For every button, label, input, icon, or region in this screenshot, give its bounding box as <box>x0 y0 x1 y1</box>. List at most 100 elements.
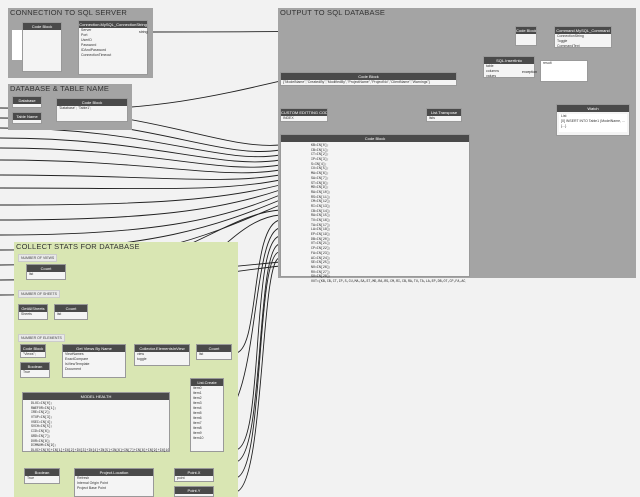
port-values[interactable]: values <box>486 74 497 78</box>
point-y-node[interactable]: Point.Y <box>174 486 214 497</box>
port-item[interactable]: item6 <box>193 416 202 420</box>
node-title: Code Block <box>281 73 456 80</box>
watch-content: List [0] INSERT INTO Table1 (ModelName, … <box>559 114 627 132</box>
get-views-by-name-node[interactable]: Get Views By Name ViewNames ExactCompare… <box>62 344 126 378</box>
port-item[interactable]: item5 <box>193 411 202 415</box>
wire <box>0 184 281 206</box>
list-transpose-node[interactable]: List.Transpose lists <box>426 108 462 122</box>
code-line: GRD=IN[7]; <box>31 433 51 438</box>
table-name-label-node[interactable]: Table Name <box>12 112 42 124</box>
code-line: RO=IN[27]; <box>311 269 331 274</box>
code-value[interactable]: "Views"; <box>23 352 36 356</box>
result-watch-node[interactable]: result <box>540 60 588 82</box>
output-label: string <box>139 30 148 34</box>
port-view[interactable]: view <box>137 352 145 356</box>
wire <box>0 189 281 221</box>
note-number-of-sheets: NUMBER OF SHEETS <box>18 290 60 298</box>
command-node[interactable]: Command.MySQL_Command ConnectionString T… <box>554 26 612 48</box>
port-connection-timeout[interactable]: ConnectionTimeout <box>81 53 112 57</box>
port-exact-compare[interactable]: ExactCompare <box>65 357 89 361</box>
big-code-block-node[interactable]: Code Block KB=IN[0]; CB=IN[1]; CT=IN[2];… <box>280 134 470 283</box>
port-is-view-template[interactable]: IsViewTemplate <box>65 362 90 366</box>
wire <box>0 174 281 180</box>
port-item[interactable]: item3 <box>193 401 202 405</box>
code-block-small-node[interactable]: Code Block <box>515 26 537 46</box>
port-item[interactable]: item9 <box>193 431 202 435</box>
database-label-node[interactable]: Database <box>12 96 42 108</box>
port-item[interactable]: item0 <box>193 386 202 390</box>
boolean-option[interactable]: True <box>27 476 35 480</box>
node-title: Table Name <box>13 113 41 120</box>
boolean-node[interactable]: Boolean True <box>24 468 60 484</box>
port-item[interactable]: item10 <box>193 436 204 440</box>
port-list[interactable]: list <box>57 312 62 316</box>
get-all-sheets-node[interactable]: GetAllSheets Sheets <box>18 304 48 320</box>
boolean-node[interactable]: Boolean True <box>20 362 50 378</box>
port-list[interactable]: list <box>199 352 204 356</box>
project-location-node[interactable]: Project.Location Refresh Internal Origin… <box>74 468 154 497</box>
code-line: CB=IN[1]; <box>311 147 329 152</box>
port-point[interactable]: point <box>177 476 185 480</box>
port-index[interactable]: INDEX <box>283 116 294 120</box>
sql-insert-node[interactable]: SQL.InsertInto table columns values <box>483 56 535 78</box>
output-internal-origin[interactable]: Internal Origin Point <box>77 481 108 485</box>
connection-string-node[interactable]: Connection.MySQL_ConnectionString Server… <box>78 20 148 75</box>
port-id-and-password[interactable]: IDAndPassword <box>81 48 107 52</box>
wire <box>234 235 281 451</box>
port-toggle[interactable]: toggle <box>137 357 147 361</box>
wire <box>234 251 281 479</box>
code-value[interactable]: 'Database' ; 'Table1'; <box>59 106 91 110</box>
port-toggle[interactable]: Toggle <box>557 39 568 43</box>
group-output: OUTPUT TO SQL DATABASE Code Block {"Mode… <box>278 8 636 283</box>
code-line: VSEC=IN[4]; <box>31 419 53 424</box>
port-sheets[interactable]: Sheets <box>21 312 32 316</box>
port-userid[interactable]: UserID <box>81 38 92 42</box>
port-item[interactable]: item2 <box>193 396 202 400</box>
port-item[interactable]: item7 <box>193 421 202 425</box>
port-password[interactable]: Password <box>81 43 97 47</box>
output-project-base-point[interactable]: Project Base Point <box>77 486 106 490</box>
code-line: CT=IN[2]; <box>311 152 329 157</box>
code-line: RS=IN[11]; <box>311 194 331 199</box>
boolean-option[interactable]: True <box>23 370 31 374</box>
list-create-node[interactable]: List.Create item0 item1 item2 item3 item… <box>190 378 224 452</box>
port-lists[interactable]: lists <box>429 116 436 120</box>
point-x-node[interactable]: Point.X point <box>174 468 214 482</box>
port-item[interactable]: item4 <box>193 406 202 410</box>
node-title: Count <box>197 345 231 352</box>
port-document[interactable]: Document <box>65 367 81 371</box>
count-node[interactable]: Count list <box>54 304 88 320</box>
node-title: Project.Location <box>75 469 153 476</box>
watch-node[interactable]: Watch List [0] INSERT INTO Table1 (Model… <box>556 104 630 136</box>
port-server[interactable]: Server <box>81 28 92 32</box>
node-title: Get Views By Name <box>63 345 125 352</box>
code-value[interactable]: {"ModelName","CreatedBy","ModifiedBy","P… <box>283 80 430 84</box>
port-item[interactable]: item8 <box>193 426 202 430</box>
custom-editing-node[interactable]: CUSTOM EDITTING CODE INDEX <box>280 108 328 122</box>
port-view-names[interactable]: ViewNames <box>65 352 84 356</box>
wire <box>0 159 281 174</box>
code-lines: DLOC=IN[0]; RWEFOR=IN[1]; IRE=IN[2]; VTX… <box>31 401 169 453</box>
count-node[interactable]: Count list <box>196 344 232 360</box>
watch-line: result <box>543 61 552 65</box>
port-refresh[interactable]: Refresh <box>77 476 90 480</box>
views-code-block[interactable]: Code Block "Views"; <box>20 344 46 358</box>
wire <box>234 243 281 463</box>
collector-node[interactable]: Collector.ElementsInView view toggle <box>134 344 190 366</box>
port-connection-string[interactable]: ConnectionString <box>557 34 584 38</box>
model-health-node[interactable]: MODEL HEALTH DLOC=IN[0]; RWEFOR=IN[1]; I… <box>22 392 170 452</box>
code-line: CB=IN[14]; <box>311 208 331 213</box>
node-title: Code Block <box>57 99 127 106</box>
port-columns[interactable]: columns <box>486 69 500 73</box>
port-item[interactable]: item1 <box>193 391 202 395</box>
code-block-node[interactable]: Code Block <box>22 22 62 72</box>
port-command-text[interactable]: CommandText <box>557 44 580 48</box>
port-table[interactable]: table <box>486 64 494 68</box>
port-port[interactable]: Port <box>81 33 88 37</box>
database-code-block[interactable]: Code Block 'Database' ; 'Table1'; <box>56 98 128 122</box>
code-footer: DLOC+IN[0]+IN[1]+IN[2]+IN[3]+IN[4]+IN[5]… <box>31 447 169 452</box>
port-list[interactable]: list <box>29 272 34 276</box>
code-line: EP=IN[19]; <box>311 232 331 237</box>
code-block-headers-node[interactable]: Code Block {"ModelName","CreatedBy","Mod… <box>280 72 457 86</box>
count-node[interactable]: Count list <box>26 264 66 280</box>
